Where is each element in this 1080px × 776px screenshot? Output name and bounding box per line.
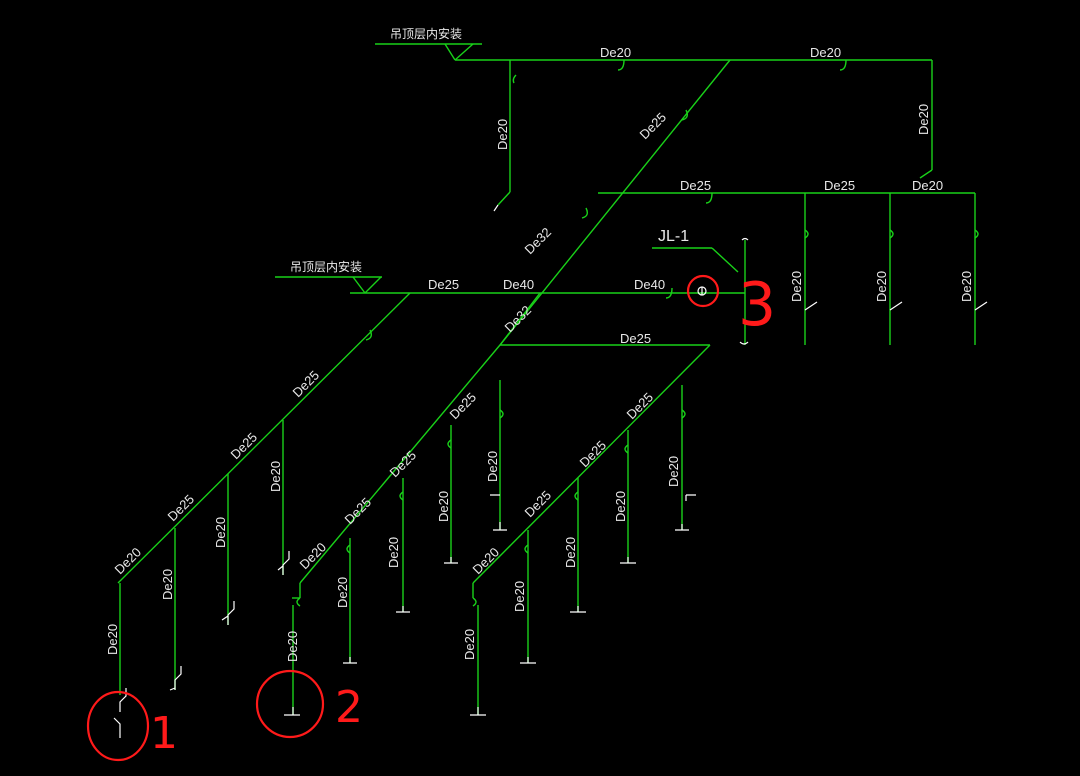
markup-3: 3	[686, 270, 776, 340]
size-label: De20	[613, 491, 628, 522]
size-label: De20	[436, 491, 451, 522]
size-label: De20	[666, 456, 681, 487]
riser-label: JL-1	[658, 228, 689, 245]
size-label: De20	[160, 569, 175, 600]
size-label: De20	[874, 271, 889, 302]
size-label: De20	[495, 119, 510, 150]
ceiling-note-upper-text: 吊顶层内安装	[390, 26, 462, 41]
size-label: De20	[335, 577, 350, 608]
size-label: De25	[680, 178, 711, 193]
middle-trunk	[117, 237, 749, 584]
size-label: De20	[462, 629, 477, 660]
size-label: De40	[634, 277, 665, 292]
size-label: De25	[620, 331, 651, 346]
left-system	[113, 420, 290, 738]
size-label: De20	[789, 271, 804, 302]
size-label: De25	[447, 390, 480, 423]
center-right-system	[470, 344, 711, 716]
size-label: De20	[105, 624, 120, 655]
size-label: De25	[165, 492, 198, 525]
size-label: De20	[912, 178, 943, 193]
ceiling-note-lower: 吊顶层内安装	[275, 259, 382, 294]
riser-jl1: JL-1	[652, 228, 739, 296]
size-label: De20	[810, 45, 841, 60]
size-label: De25	[522, 488, 555, 521]
size-label: De40	[503, 277, 534, 292]
markup-1: 1	[86, 690, 178, 762]
size-label: De25	[290, 368, 323, 401]
size-labels: De20 De20 De20 De20 De25 De25 De25 De20 …	[105, 45, 974, 662]
size-label: De20	[470, 545, 503, 578]
size-label: De20	[600, 45, 631, 60]
size-label: De20	[268, 461, 283, 492]
ceiling-note-lower-text: 吊顶层内安装	[290, 259, 362, 274]
size-label: De25	[577, 438, 610, 471]
size-label: De20	[213, 517, 228, 548]
size-label: De32	[522, 225, 555, 258]
upper-system	[455, 59, 988, 346]
size-label: De20	[485, 451, 500, 482]
size-label: De20	[959, 271, 974, 302]
size-label: De20	[563, 537, 578, 568]
size-label: De20	[285, 631, 300, 662]
size-label: De25	[624, 390, 657, 423]
markup-2: 2	[255, 669, 363, 739]
size-label: De25	[637, 110, 670, 143]
center-left-system	[284, 344, 507, 716]
size-label: De25	[387, 448, 420, 481]
size-label: De20	[386, 537, 401, 568]
size-label: De25	[342, 495, 375, 528]
size-label: De20	[916, 104, 931, 135]
size-label: De20	[512, 581, 527, 612]
markup-number-3: 3	[738, 270, 776, 340]
ceiling-note-upper: 吊顶层内安装	[375, 26, 482, 61]
markup-number-2: 2	[335, 682, 363, 733]
size-label: De25	[824, 178, 855, 193]
markup-number-1: 1	[150, 708, 178, 759]
size-label: De20	[112, 545, 145, 578]
size-label: De25	[428, 277, 459, 292]
